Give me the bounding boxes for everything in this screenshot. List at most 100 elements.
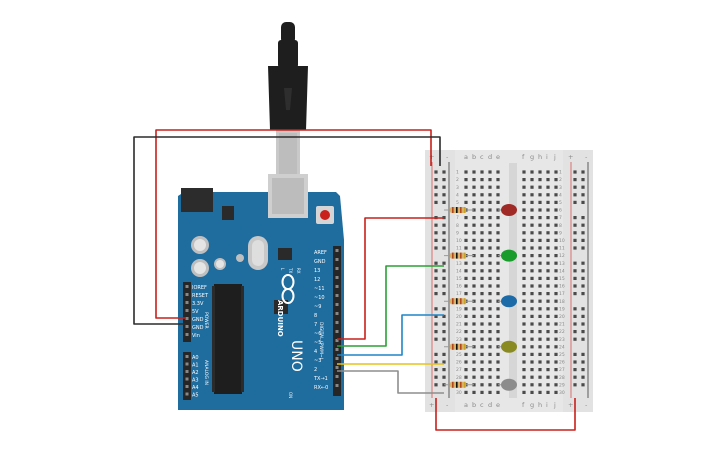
breadboard-hole [546, 246, 550, 250]
breadboard-hole [488, 299, 492, 303]
column-label-top: i [546, 153, 548, 161]
resistor-band [456, 343, 458, 350]
breadboard-hole [530, 383, 534, 387]
analog-header [183, 352, 191, 400]
breadboard-hole [472, 246, 476, 250]
rail-hole [434, 352, 438, 356]
rail-hole [442, 185, 446, 189]
arduino-board: ARDUINO UNO DIGITAL (PWM~) POWER ANALOG … [178, 174, 344, 410]
breadboard-hole [480, 390, 484, 394]
breadboard-hole [488, 322, 492, 326]
row-number-right: 22 [559, 329, 565, 335]
rail-hole [434, 269, 438, 273]
row-number-right: 3 [559, 185, 562, 191]
rail-hole [434, 231, 438, 235]
breadboard-hole [530, 292, 534, 296]
row-number-left: 4 [456, 192, 459, 198]
column-label-bottom: f [522, 401, 525, 409]
breadboard-hole [554, 246, 558, 250]
breadboard-hole [472, 307, 476, 311]
row-number-right: 15 [559, 276, 565, 282]
breadboard-hole [522, 383, 526, 387]
rail-hole [581, 276, 585, 280]
breadboard-hole [546, 276, 550, 280]
on-label: ON [288, 392, 293, 398]
breadboard-hole [554, 368, 558, 372]
breadboard-hole [488, 307, 492, 311]
breadboard-hole [472, 185, 476, 189]
resistor-band [452, 207, 454, 213]
column-label-bottom: h [538, 401, 542, 409]
breadboard-hole [538, 269, 542, 273]
power-pin [185, 317, 189, 320]
breadboard-hole [546, 375, 550, 379]
breadboard-hole [522, 352, 526, 356]
breadboard-hole [538, 208, 542, 212]
rail-hole [573, 383, 577, 387]
breadboard-hole [522, 208, 526, 212]
breadboard-hole [464, 200, 468, 204]
rail-hole [573, 223, 577, 227]
breadboard-hole [496, 307, 500, 311]
rail-hole [581, 269, 585, 273]
breadboard-hole [546, 307, 550, 311]
usb-cable [268, 22, 308, 178]
breadboard-hole [538, 375, 542, 379]
breadboard-hole [488, 231, 492, 235]
row-number-left: 21 [456, 322, 462, 328]
column-label-top: b [472, 153, 476, 161]
breadboard-hole [522, 307, 526, 311]
breadboard-hole [530, 208, 534, 212]
row-number-left: 20 [456, 314, 462, 320]
rail-hole [573, 269, 577, 273]
rail-hole [442, 178, 446, 182]
breadboard-hole [488, 360, 492, 364]
power-header-label: POWER [203, 312, 209, 329]
digital-pin [335, 348, 339, 351]
breadboard-hole [530, 254, 534, 258]
row-number-right: 6 [559, 208, 562, 214]
breadboard-hole [480, 208, 484, 212]
row-number-left: 9 [456, 230, 459, 236]
breadboard-hole [496, 170, 500, 174]
breadboard-hole [546, 238, 550, 242]
breadboard-hole [546, 299, 550, 303]
power-pin-label: 3.3V [192, 301, 204, 307]
breadboard-hole [522, 261, 526, 265]
breadboard-hole [488, 383, 492, 387]
breadboard-hole [472, 200, 476, 204]
breadboard-hole [530, 276, 534, 280]
rail-hole [581, 337, 585, 341]
breadboard-hole [480, 193, 484, 197]
column-label-bottom: a [464, 401, 468, 409]
breadboard-hole [496, 284, 500, 288]
breadboard-hole [554, 337, 558, 341]
rail-hole [434, 314, 438, 318]
breadboard-hole [530, 216, 534, 220]
breadboard-hole [538, 216, 542, 220]
breadboard-hole [496, 185, 500, 189]
analog-pin-label: A1 [192, 363, 199, 369]
breadboard-hole [496, 337, 500, 341]
digital-pin-label: RX←0 [314, 385, 328, 391]
breadboard-hole [472, 269, 476, 273]
rail-label-bottom: + [568, 401, 573, 409]
breadboard-hole [488, 375, 492, 379]
rail-hole [434, 322, 438, 326]
breadboard-hole [522, 390, 526, 394]
rail-hole [434, 337, 438, 341]
led-gray [501, 378, 517, 391]
rail-hole [581, 314, 585, 318]
row-number-left: 14 [456, 268, 462, 274]
row-number-left: 11 [456, 246, 462, 252]
breadboard-hole [554, 185, 558, 189]
breadboard-hole [522, 238, 526, 242]
row-number-right: 28 [559, 375, 565, 381]
resistor-band [456, 207, 458, 213]
breadboard-hole [464, 170, 468, 174]
breadboard-hole [530, 330, 534, 334]
breadboard-hole [480, 185, 484, 189]
digital-pin-label: ~3 [314, 358, 321, 364]
rail-hole [434, 246, 438, 250]
breadboard-hole [480, 254, 484, 258]
